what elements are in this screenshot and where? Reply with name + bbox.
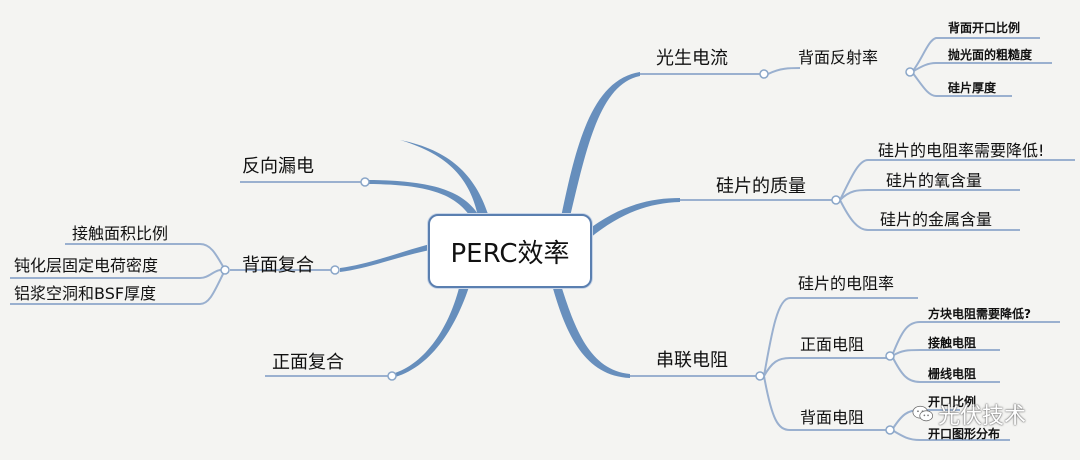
branch-curve-guangsheng bbox=[560, 72, 640, 225]
node-guipian-yanghanliang: 硅片的氧含量 bbox=[886, 171, 983, 190]
leaf-lvjiang-kongdong-bsf: 铝浆空洞和BSF厚度 bbox=[14, 284, 157, 303]
branch-curve-chuanlian bbox=[552, 282, 630, 378]
leaf-shanxian-dianzu: 栅线电阻 bbox=[928, 367, 977, 381]
leaf-fangkuai-dianzu: 方块电阻需要降低? bbox=[928, 307, 1031, 321]
branch-curve-fanxiang bbox=[400, 140, 488, 216]
branch-curve-beimian bbox=[340, 244, 430, 272]
branch-chuanlian-dianzu: 串联电阻 bbox=[656, 350, 728, 371]
branch-curve-guipian bbox=[585, 198, 680, 238]
wechat-icon bbox=[912, 405, 933, 422]
center-label: PERC效率 bbox=[450, 238, 570, 269]
branch-fanxiang-loudian: 反向漏电 bbox=[242, 156, 314, 177]
leaf-jiechu-mianji-bili: 接触面积比例 bbox=[72, 224, 169, 243]
branch-curve-fanxiang-2 bbox=[365, 180, 478, 216]
leaf-guipian-houdu: 硅片厚度 bbox=[948, 81, 997, 95]
node-guipian-jinshuhanliang: 硅片的金属含量 bbox=[880, 210, 993, 229]
branch-guangsheng-dianliu: 光生电流 bbox=[656, 48, 728, 69]
branch-beimian-fuhe: 背面复合 bbox=[242, 255, 314, 276]
leaf-jiechu-dianzu: 接触电阻 bbox=[928, 336, 977, 350]
node-beimian-dianzu: 背面电阻 bbox=[800, 408, 865, 427]
node-guipian-dianzulv: 硅片的电阻率 bbox=[798, 274, 895, 293]
node-zhengmian-dianzu: 正面电阻 bbox=[800, 335, 865, 354]
leaf-beimian-kaikou-bili: 背面开口比例 bbox=[948, 21, 1021, 35]
branch-curve-zhengmian bbox=[392, 284, 470, 378]
leaf-kaikou-bili: 开口比例 bbox=[928, 395, 977, 409]
watermark: 光伏技术 bbox=[912, 398, 1026, 430]
center-node: PERC效率 bbox=[428, 214, 592, 288]
watermark-text: 光伏技术 bbox=[938, 404, 1027, 429]
node-beimian-fanshelv: 背面反射率 bbox=[798, 48, 879, 67]
node-guipian-dianzulv-jiangdi: 硅片的电阻率需要降低! bbox=[878, 141, 1045, 160]
branch-guipian-zhiliang: 硅片的质量 bbox=[716, 176, 806, 197]
leaf-kaikou-tuxing-fenbu: 开口图形分布 bbox=[928, 427, 1001, 441]
leaf-dunhuaceng-dianhe-midu: 钝化层固定电荷密度 bbox=[14, 256, 159, 275]
leaf-paoguangmian-cucaodu: 抛光面的粗糙度 bbox=[948, 48, 1033, 62]
branch-zhengmian-fuhe: 正面复合 bbox=[272, 352, 344, 373]
